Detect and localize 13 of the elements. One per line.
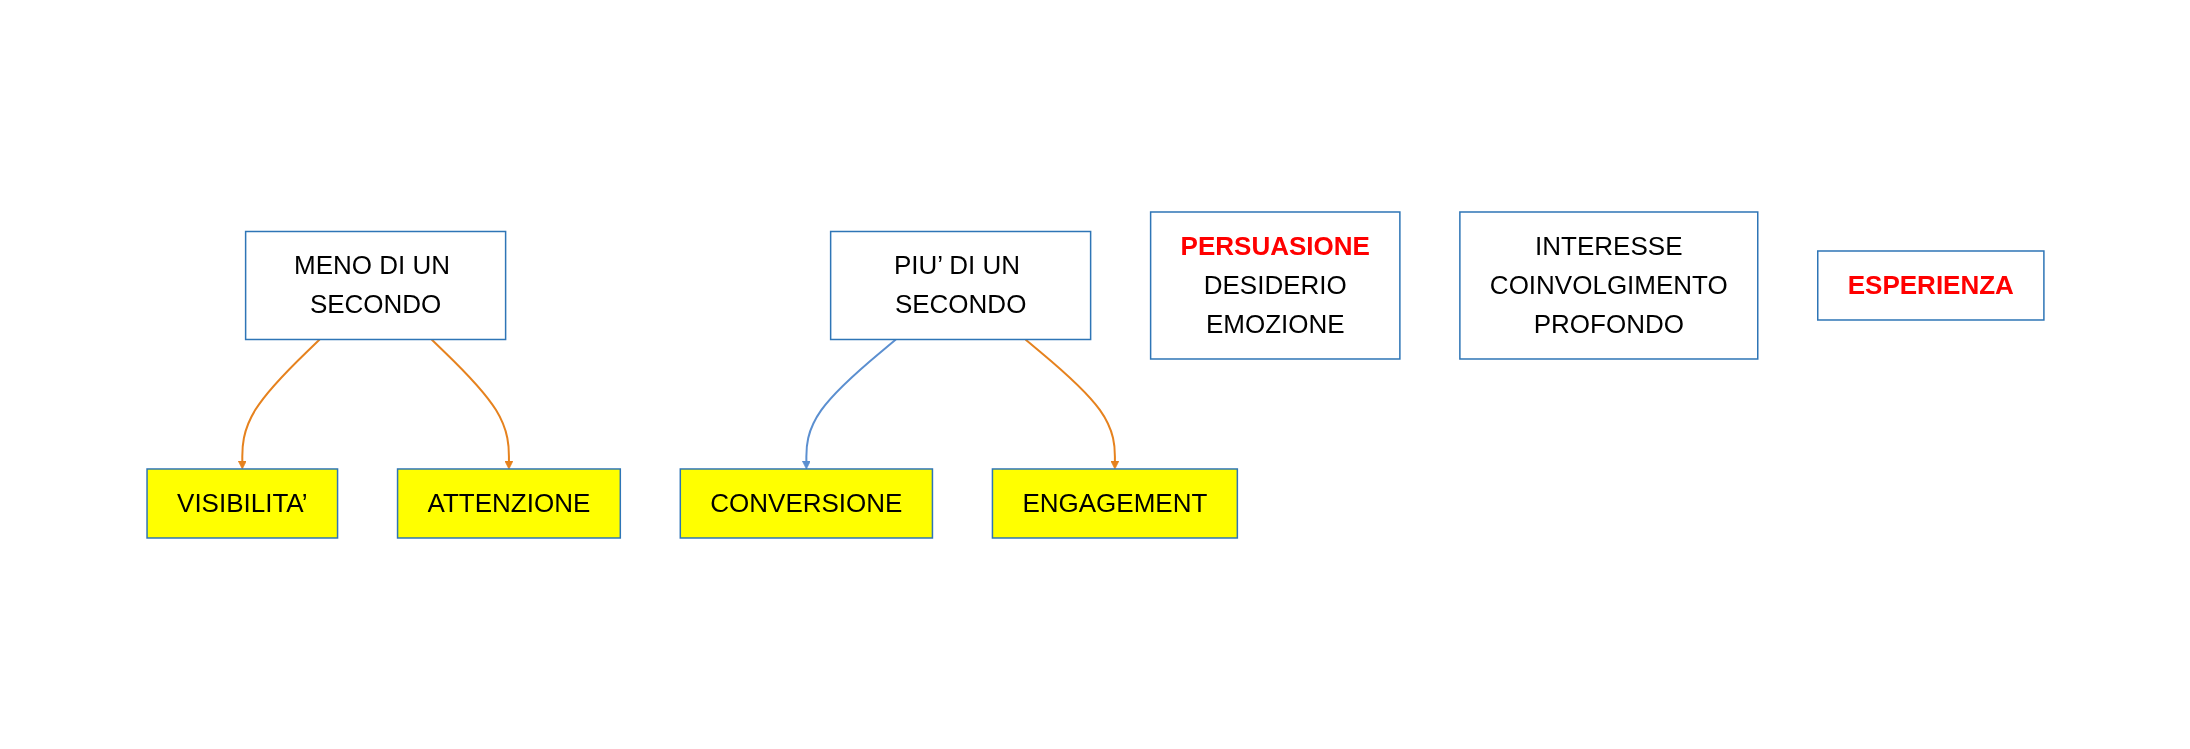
arrow	[1024, 338, 1119, 469]
node-box: INTERESSE COINVOLGIMENTO PROFONDO	[1458, 210, 1759, 360]
node-box: CONVERSIONE	[679, 467, 933, 539]
node-box: ATTENZIONE	[396, 467, 621, 539]
node-box: ENGAGEMENT	[991, 467, 1238, 539]
node-box: PIU’ DI UN SECONDO	[829, 230, 1091, 340]
node-box: VISIBILITA’	[145, 467, 338, 539]
arrow	[237, 338, 321, 469]
node-box: PERSUASIONE DESIDERIO EMOZIONE	[1149, 210, 1401, 360]
arrow	[430, 338, 513, 469]
node-box: MENO DI UN SECONDO	[244, 230, 506, 340]
node-box: ESPERIENZA	[1816, 249, 2045, 321]
arrow	[801, 338, 897, 469]
